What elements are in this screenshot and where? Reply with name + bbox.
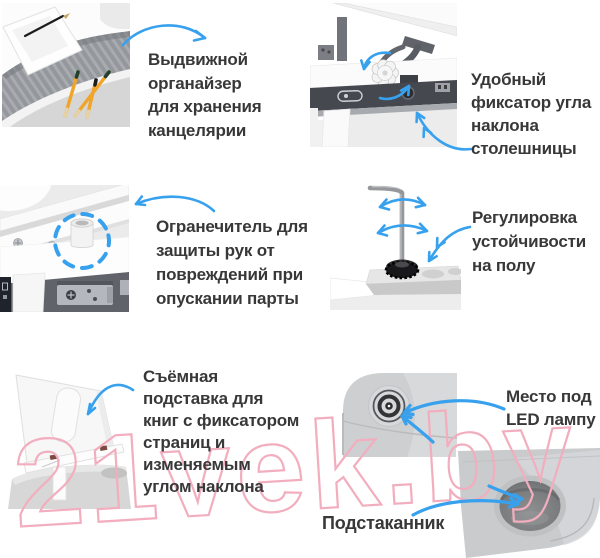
stability-label: Регулировка устойчивости на полу bbox=[472, 206, 586, 278]
limiter-cylinder bbox=[70, 218, 94, 249]
limiter-arrow-icon bbox=[134, 195, 216, 213]
label-line: на полу bbox=[472, 256, 536, 275]
rotation-arrows-icon bbox=[360, 51, 411, 101]
limiter-label: Огранечитель для защиты рук от поврежден… bbox=[156, 215, 308, 311]
led-label: Место под LED лампу bbox=[506, 385, 596, 431]
label-line: LED лампу bbox=[506, 410, 596, 429]
adjuster-knob bbox=[384, 259, 420, 280]
limiter-photo bbox=[0, 185, 129, 312]
cupholder-photo bbox=[456, 448, 600, 558]
cup-hole bbox=[494, 475, 566, 537]
dashed-highlight-circle bbox=[53, 212, 111, 270]
organizer-photo bbox=[2, 3, 130, 127]
label-line: углом наклона bbox=[143, 477, 264, 496]
label-line: опускании парты bbox=[156, 289, 299, 308]
label-line: Место под bbox=[506, 387, 592, 406]
label-line: подставка для bbox=[143, 389, 264, 408]
label-line: Огранечитель для bbox=[156, 217, 308, 236]
led-mount-photo bbox=[333, 363, 457, 457]
organizer-arrow-icon bbox=[121, 24, 207, 47]
organizer-label: Выдвижной органайзер для хранения канцел… bbox=[148, 48, 262, 142]
label-line: книг с фиксатором bbox=[143, 411, 300, 430]
label-line: Съёмная bbox=[143, 367, 218, 386]
hex-key bbox=[367, 185, 405, 267]
label-line: изменяемым bbox=[143, 455, 251, 474]
cupholder-label: Подстаканник bbox=[322, 512, 444, 535]
tilt-mechanism-photo bbox=[310, 3, 457, 147]
label-line: для хранения bbox=[148, 97, 262, 116]
label-line: Выдвижной bbox=[148, 50, 248, 69]
bookstand-label: Съёмная подставка для книг с фиксатором … bbox=[143, 366, 299, 498]
rotation-arrows-icon bbox=[376, 196, 429, 237]
label-line: устойчивости bbox=[472, 232, 586, 251]
label-line: столешницы bbox=[471, 139, 577, 158]
label-line: защиты рук от bbox=[156, 241, 275, 260]
label-line: Регулировка bbox=[472, 208, 577, 227]
label-line: канцелярии bbox=[148, 120, 247, 140]
led-mount-rings bbox=[368, 385, 410, 427]
bookstand-photo bbox=[2, 363, 131, 509]
stability-adjuster-photo bbox=[330, 178, 461, 310]
label-line: Удобный bbox=[471, 70, 547, 89]
label-line: наклона bbox=[471, 116, 539, 135]
label-line: фиксатор угла bbox=[471, 93, 592, 112]
label-line: повреждений при bbox=[156, 265, 304, 284]
label-line: органайзер bbox=[148, 73, 242, 93]
tilt-label: Удобный фиксатор угла наклона столешницы bbox=[471, 68, 591, 160]
label-line: Подстаканник bbox=[322, 513, 445, 533]
label-line: страниц и bbox=[143, 433, 226, 452]
